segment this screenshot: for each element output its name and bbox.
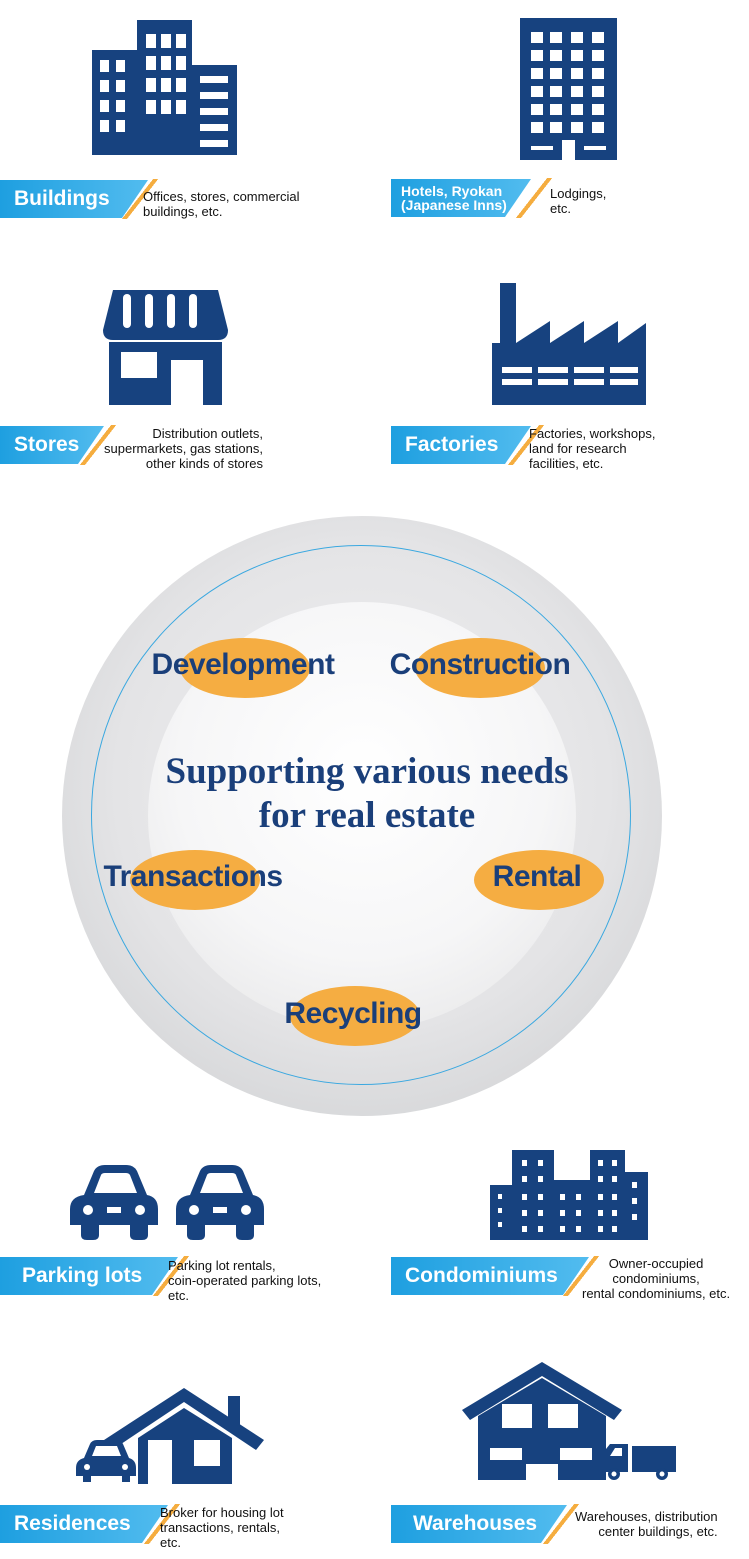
hotel-icon — [520, 18, 617, 160]
recycling-text: Recycling — [284, 997, 422, 1030]
stores-label-text: Stores — [14, 433, 80, 456]
stores-description: Distribution outlets, supermarkets, gas … — [104, 426, 263, 471]
residences-label-text: Residences — [14, 1512, 131, 1535]
warehouses-label-text: Warehouses — [413, 1512, 538, 1535]
storefront-icon — [103, 290, 228, 405]
development-bubble — [180, 638, 310, 698]
construction-bubble — [415, 638, 545, 698]
transactions-bubble — [130, 850, 260, 910]
warehouse-truck-icon — [462, 1362, 677, 1480]
recycling-bubble — [290, 986, 420, 1046]
factory-icon — [492, 283, 646, 405]
center-headline: Supporting various needs for real estate — [100, 750, 634, 838]
hotels-label-line1: Hotels, Ryokan — [401, 183, 503, 199]
warehouses-description: Warehouses, distribution center building… — [575, 1509, 718, 1539]
factories-label-text: Factories — [405, 433, 499, 456]
condominiums-description: Owner-occupied condominiums, rental cond… — [582, 1256, 731, 1301]
factories-description: Factories, workshops, land for research … — [529, 426, 656, 471]
cars-icon — [70, 1165, 265, 1240]
headline-line2: for real estate — [258, 795, 476, 836]
headline-line1: Supporting various needs — [165, 751, 569, 792]
blue-ring — [91, 545, 631, 1085]
condominiums-label-text: Condominiums — [405, 1264, 558, 1287]
parking-label-text: Parking lots — [22, 1264, 143, 1287]
buildings-description: Offices, stores, commercial buildings, e… — [143, 189, 300, 219]
stores-label: Stores — [0, 426, 104, 464]
condominium-icon — [490, 1150, 648, 1240]
hotels-description: Lodgings, etc. — [550, 186, 607, 216]
hotels-label-line2: (Japanese Inns) — [401, 197, 507, 213]
construction-text: Construction — [389, 648, 571, 681]
development-text: Development — [151, 648, 335, 681]
rental-text: Rental — [492, 860, 582, 893]
parking-description: Parking lot rentals, coin-operated parki… — [168, 1258, 322, 1303]
rental-bubble — [474, 850, 604, 910]
transactions-text: Transactions — [103, 860, 283, 893]
office-buildings-icon — [92, 20, 237, 155]
residences-label: Residences — [0, 1505, 168, 1543]
house-and-car-icon — [76, 1388, 264, 1484]
buildings-label-text: Buildings — [14, 187, 110, 210]
residences-description: Broker for housing lot transactions, ren… — [160, 1505, 284, 1550]
